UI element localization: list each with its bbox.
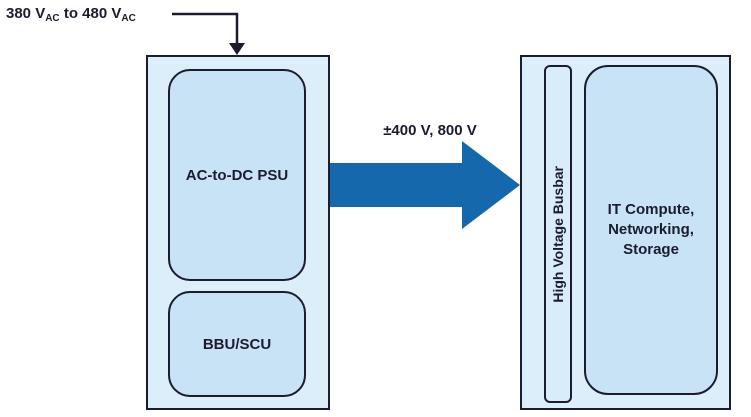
input-voltage-part2: to 480 V (59, 5, 122, 22)
it-label-line2: Networking, (608, 220, 694, 238)
busbar-box: High Voltage Busbar (544, 65, 572, 403)
bbu-box: BBU/SCU (168, 291, 306, 397)
input-voltage-part1: 380 V (6, 5, 46, 22)
input-arrow-line (172, 12, 239, 44)
input-voltage-sub1: AC (45, 13, 60, 24)
psu-box: AC-to-DC PSU (168, 69, 306, 281)
flow-voltage-label: ±400 V, 800 V (383, 122, 477, 139)
psu-label: AC-to-DC PSU (185, 166, 289, 184)
it-label-line1: IT Compute, (607, 200, 695, 218)
input-voltage-sub2: AC (121, 13, 136, 24)
it-container: High Voltage Busbar IT Compute, Networki… (520, 55, 731, 410)
it-box: IT Compute, Networking, Storage (584, 65, 718, 395)
psu-container: AC-to-DC PSU BBU/SCU (146, 55, 330, 410)
busbar-label: High Voltage Busbar (550, 165, 566, 303)
input-voltage-label: 380 VAC to 480 VAC (6, 5, 136, 24)
bbu-label: BBU/SCU (202, 335, 272, 353)
it-label-line3: Storage (623, 241, 679, 259)
flow-arrow-icon (330, 141, 520, 229)
input-arrowhead-icon (229, 43, 245, 55)
